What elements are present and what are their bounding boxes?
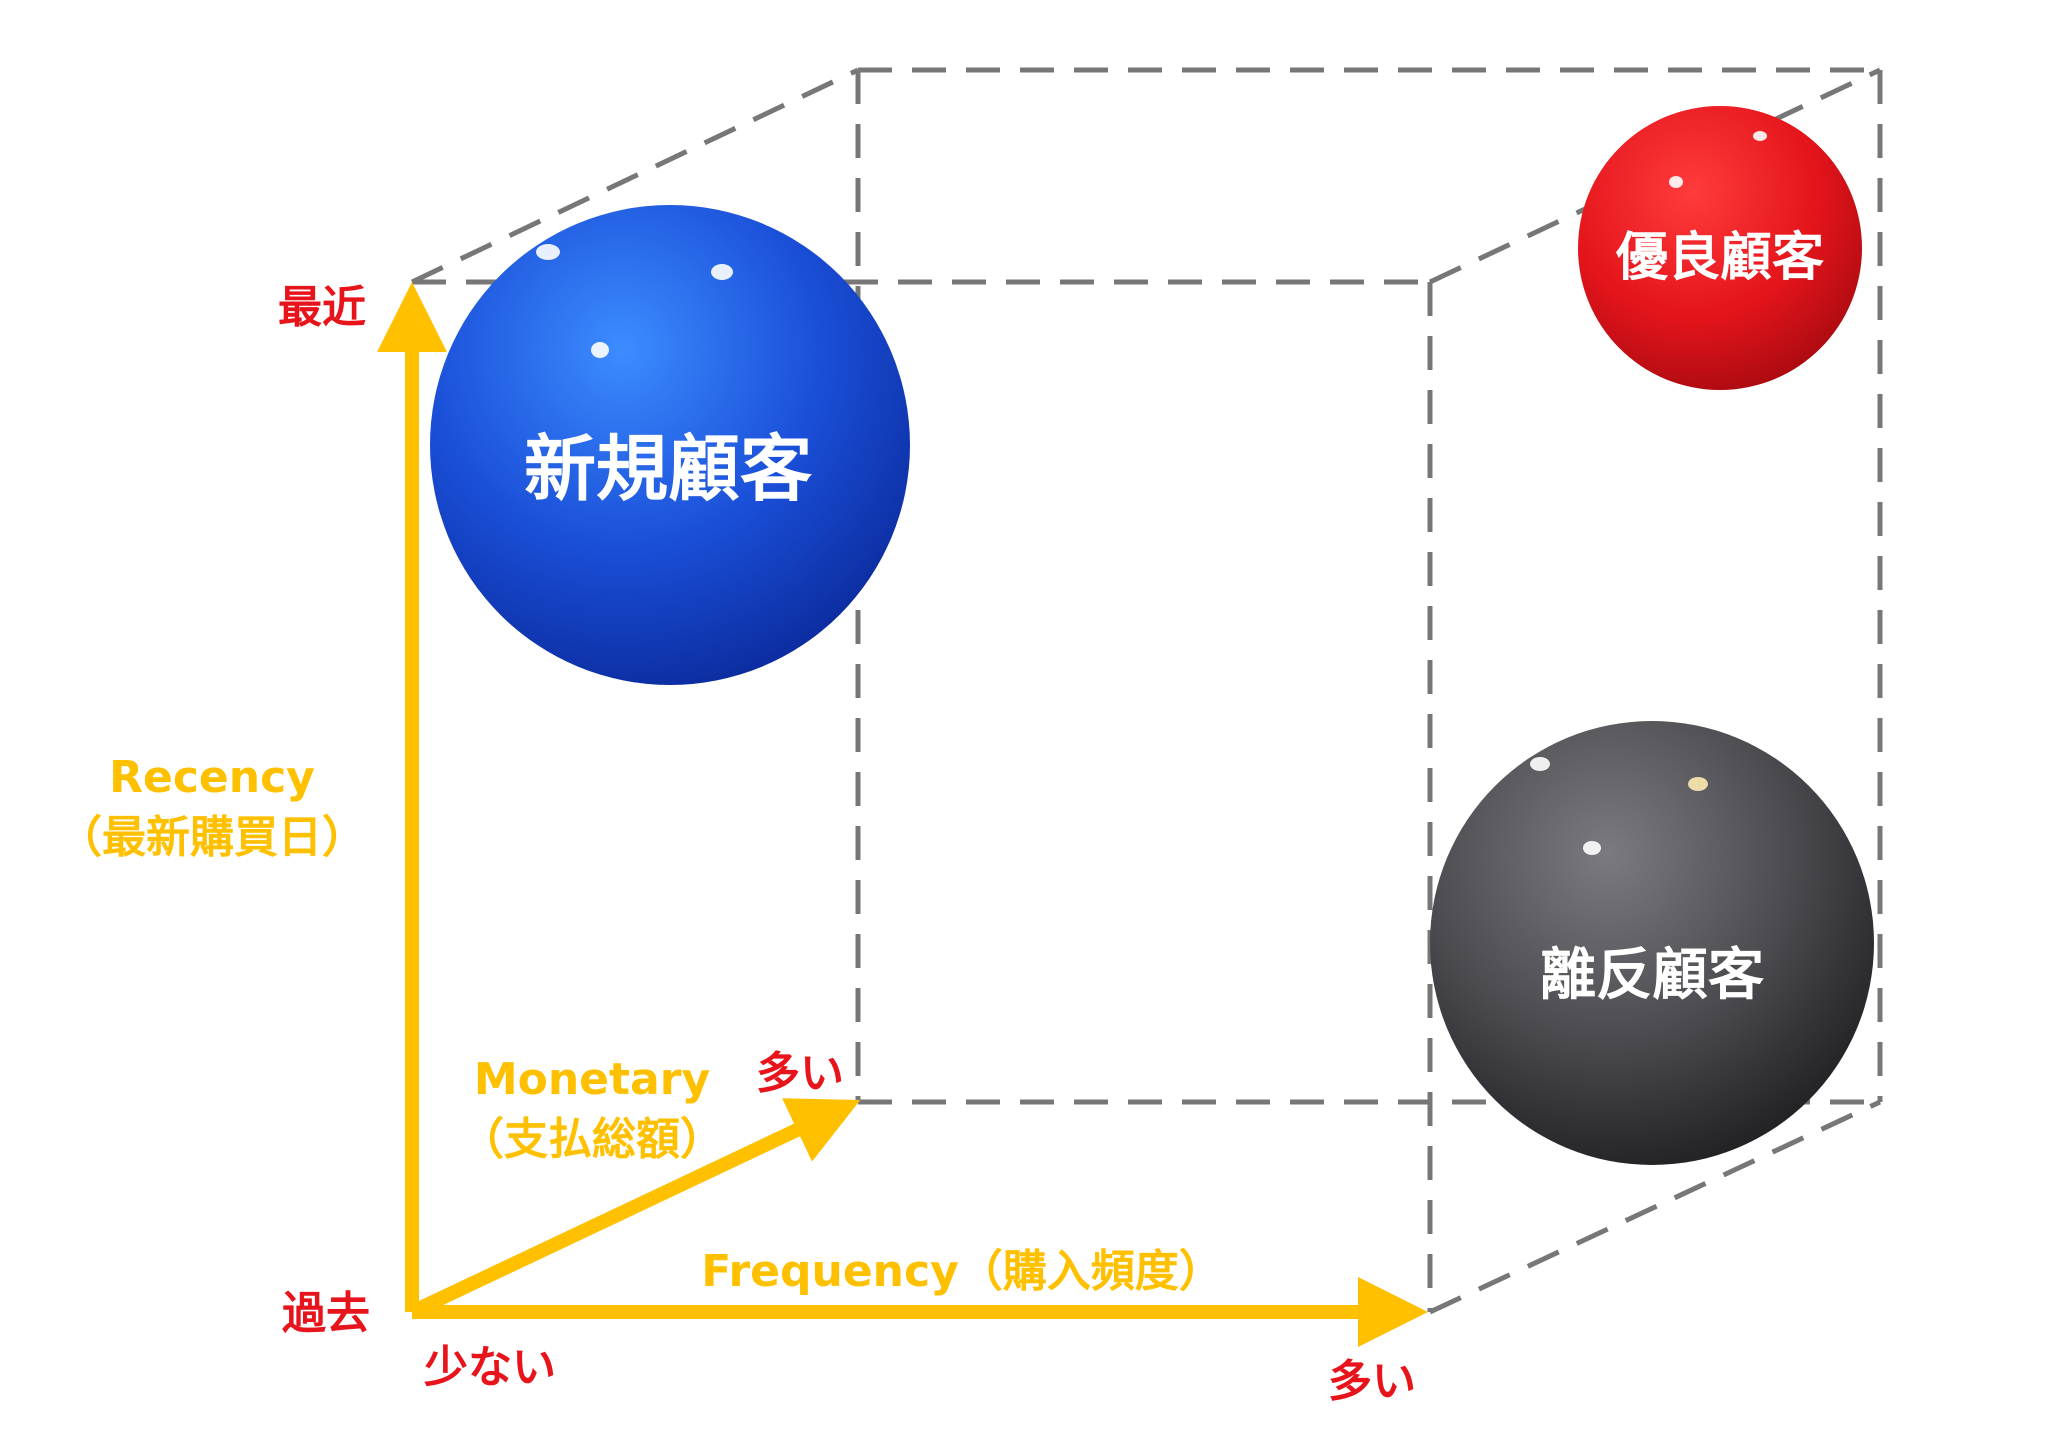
frequency-high-label: 多い	[1328, 1356, 1416, 1407]
recency-low-label: 過去	[282, 1288, 370, 1339]
recency-high-label: 最近	[278, 282, 366, 333]
sphere-blue	[430, 205, 910, 685]
segment-label-new: 新規顧客	[524, 427, 812, 511]
frequency-axis-name: Frequency（購入頻度）	[701, 1246, 1223, 1297]
highlight	[536, 244, 560, 260]
sphere-loyal-customers: 優良顧客	[1578, 106, 1862, 390]
highlight	[1583, 841, 1601, 855]
monetary-axis-arrow	[409, 1098, 861, 1319]
axes	[377, 282, 1428, 1347]
highlight	[591, 342, 609, 358]
cube-edge	[1428, 1099, 1882, 1315]
recency-axis-sub: （最新購買日）	[58, 812, 366, 863]
sphere-churned-customers: 離反顧客	[1430, 721, 1874, 1165]
sphere-gray	[1430, 721, 1874, 1165]
highlight	[1753, 131, 1767, 141]
segment-label-churn: 離反顧客	[1540, 943, 1764, 1008]
monetary-high-label: 多い	[756, 1048, 844, 1099]
monetary-axis-sub: （支払総額）	[460, 1114, 724, 1165]
sphere-new-customers: 新規顧客	[430, 205, 910, 685]
cube-edge	[410, 67, 860, 285]
highlight	[1688, 777, 1708, 791]
monetary-axis-name: Monetary	[474, 1054, 710, 1105]
cube-edges	[410, 67, 1883, 1315]
sphere-red	[1578, 106, 1862, 390]
highlight	[1669, 176, 1683, 188]
segment-label-loyal: 優良顧客	[1615, 228, 1824, 288]
highlight	[1622, 120, 1638, 132]
highlight	[1530, 757, 1550, 771]
recency-axis-name: Recency	[109, 752, 315, 803]
highlight	[711, 264, 733, 280]
frequency-low-label: 少ない	[424, 1342, 556, 1393]
